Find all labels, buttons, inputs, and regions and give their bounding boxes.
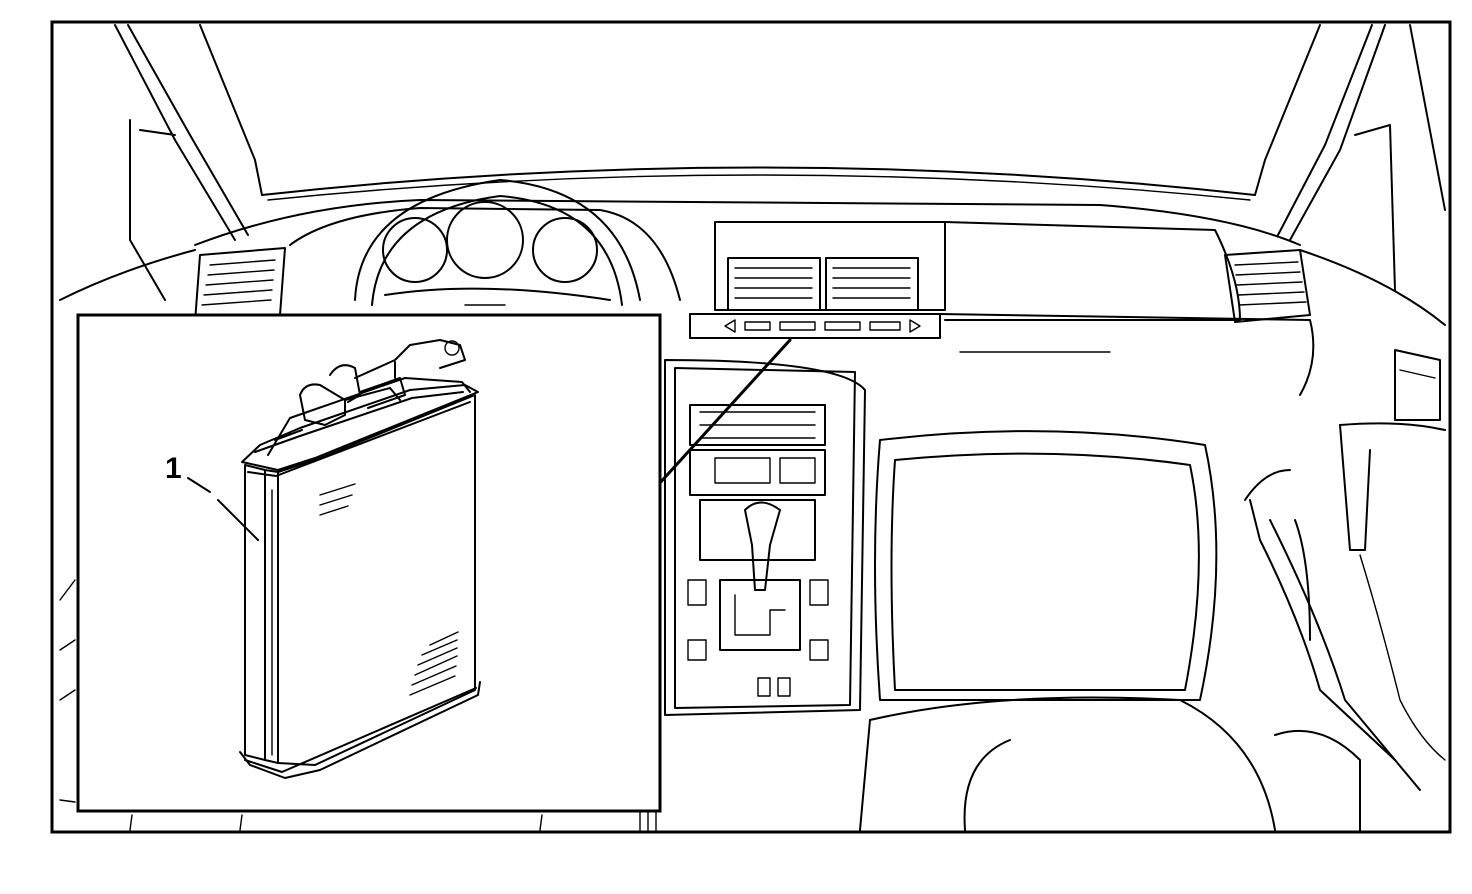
left-air-vent [194,247,286,323]
steering-wheel [289,179,681,306]
radio-unit [689,404,826,446]
heater-core [239,339,481,779]
inset-frame [76,313,662,813]
right-door [1244,349,1446,791]
gear-gate [719,579,801,651]
car-interior [59,24,1446,831]
outlet-pipe [354,339,466,379]
callout-leader-line [656,338,792,487]
dashboard-strip [689,313,1315,396]
right-air-vent [1224,249,1311,323]
center-air-vents [714,221,1241,321]
callout-label-1: 1 [165,452,182,485]
inlet-pipe [299,383,346,426]
gauge-left [382,217,448,283]
center-console [664,359,866,716]
inset-detail: 1 [76,313,662,813]
passenger-seat [859,430,1361,831]
cassette-unit [689,449,826,496]
gauge-center [446,201,524,279]
gauge-right [532,217,598,283]
gear-shift-lever [744,501,781,591]
callout-1-leader [187,477,259,541]
